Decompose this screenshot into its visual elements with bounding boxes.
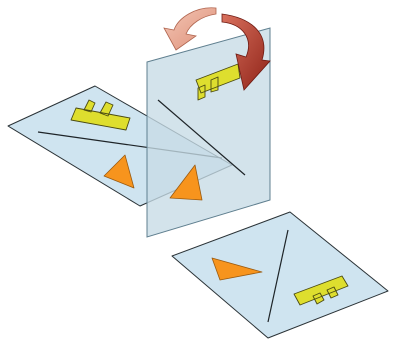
flip-arrow-right-icon: [221, 13, 271, 91]
flip-arrow-left-icon: [163, 7, 217, 51]
mirror-plane: [146, 27, 271, 238]
reflected-segment: [267, 229, 289, 323]
mirror-letter-f: [195, 63, 241, 101]
reflected-plane-group: [171, 211, 389, 339]
original-triangle: [103, 154, 135, 189]
original-letter-f: [70, 99, 131, 131]
reflected-letter-f: [293, 275, 349, 306]
reflected-triangle: [211, 257, 263, 281]
mirror-triangle: [169, 164, 203, 201]
reflected-plane: [171, 211, 389, 339]
mirror-plane-group: [146, 27, 271, 238]
mirror-segment: [157, 99, 246, 176]
